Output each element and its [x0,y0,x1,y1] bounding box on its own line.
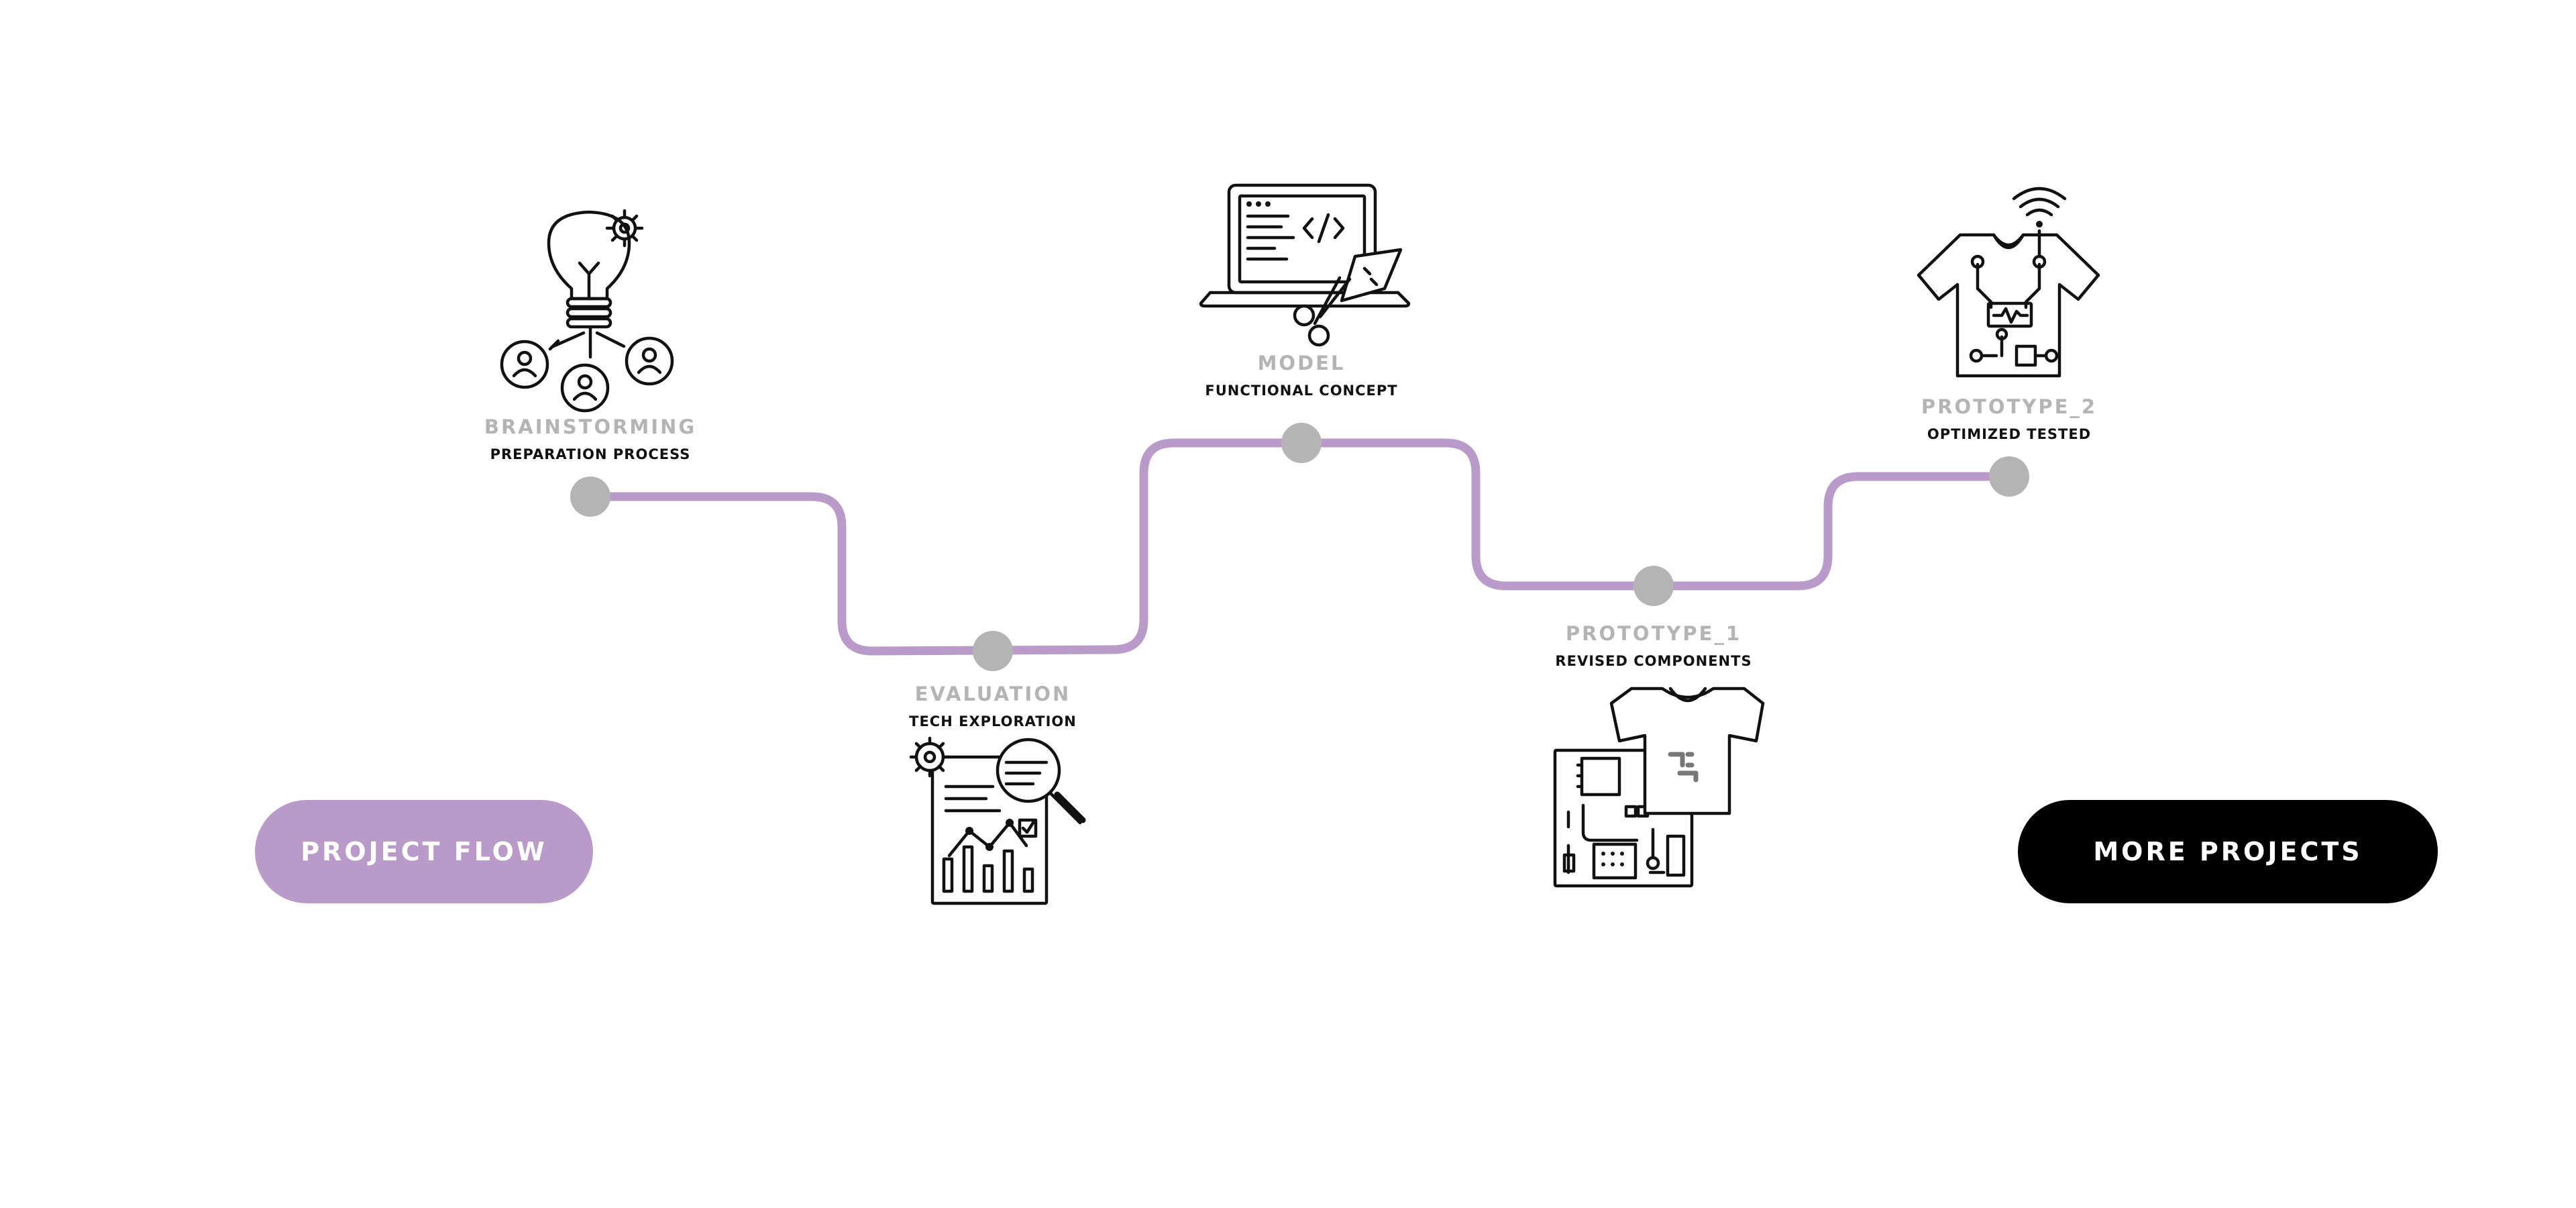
stage-node-prototype-1[interactable] [1633,566,1674,606]
stage-node-brainstorming[interactable] [570,476,610,517]
stage-title-evaluation: EVALUATION [915,683,1071,705]
shirt-circuit-icon [1553,687,1765,888]
stage-title-model: MODEL [1258,352,1346,374]
more-projects-button[interactable]: MORE PROJECTS [2018,800,2438,903]
stage-title-prototype-2: PROTOTYPE_2 [1921,395,2097,418]
smart-shirt-icon [1917,187,2100,378]
project-flow-button[interactable]: PROJECT FLOW [255,800,593,903]
stage-title-brainstorming: BRAINSTORMING [484,415,696,438]
flow-path [586,438,2014,656]
stage-node-evaluation[interactable] [973,631,1013,671]
stage-subtitle-evaluation: TECH EXPLORATION [909,713,1077,729]
stage-node-prototype-2[interactable] [1989,456,2029,497]
stage-node-model[interactable] [1281,423,1322,463]
laptop-icon [1199,183,1411,347]
stage-title-prototype-1: PROTOTYPE_1 [1566,622,1741,645]
stage-subtitle-prototype-1: REVISED COMPONENTS [1555,653,1752,669]
stage-subtitle-prototype-2: OPTIMIZED TESTED [1927,426,2091,442]
stage-subtitle-brainstorming: PREPARATION PROCESS [490,446,691,462]
evaluation-icon [909,736,1086,905]
stage-subtitle-model: FUNCTIONAL CONCEPT [1205,383,1397,399]
brainstorm-icon [500,209,674,413]
